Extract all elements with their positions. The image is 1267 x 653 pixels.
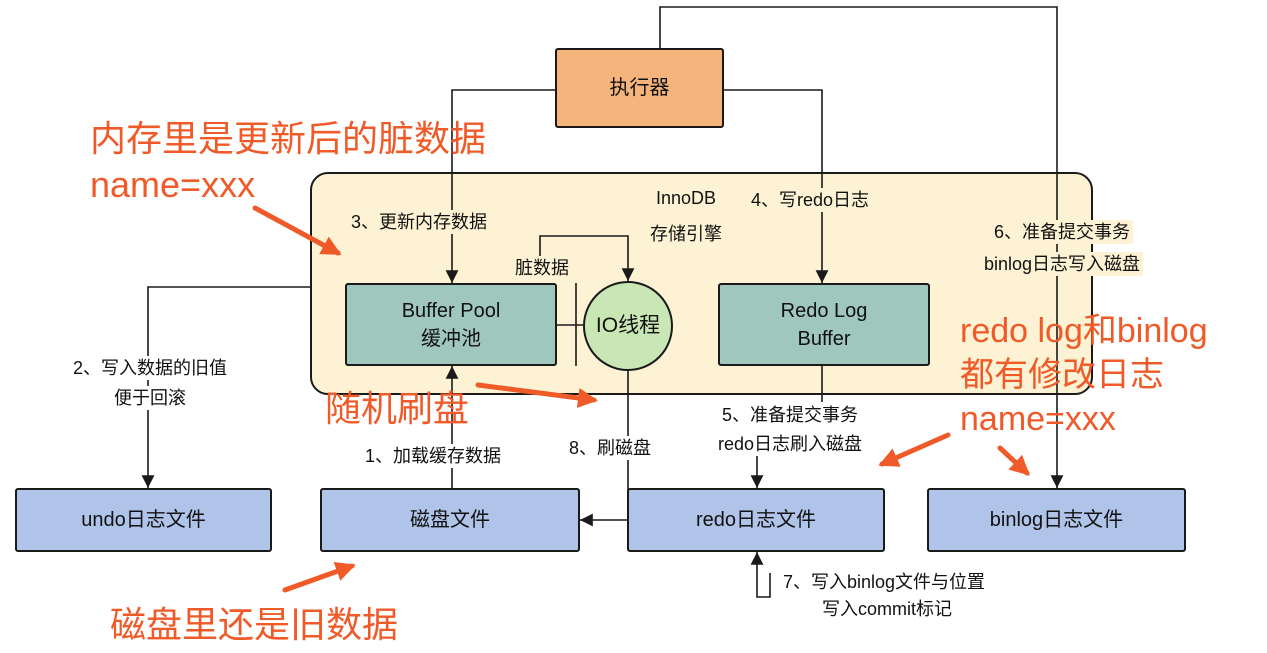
annotation-memory-line1: 内存里是更新后的脏数据 xyxy=(90,118,487,159)
step2-label-line1: 2、写入数据的旧值 xyxy=(69,356,231,380)
step6-label-line1: 6、准备提交事务 xyxy=(990,220,1134,244)
undo-log-file-box: undo日志文件 xyxy=(15,488,272,552)
dirty-data-label: 脏数据 xyxy=(512,256,572,280)
connector-dirty-data-to-io xyxy=(539,235,635,281)
annotation-arrow-disk xyxy=(282,561,356,593)
annotation-arrow-logs-binlog xyxy=(997,445,1030,476)
binlog-file-label: binlog日志文件 xyxy=(989,509,1124,531)
step8-label: 8、刷磁盘 xyxy=(566,436,655,460)
step1-label: 1、加载缓存数据 xyxy=(362,444,505,468)
annotation-random-flush: 随机刷盘 xyxy=(325,388,470,429)
connector-buffer-pool-io-link xyxy=(557,283,583,366)
io-thread-label: IO线程 xyxy=(595,314,661,337)
annotation-arrow-memory xyxy=(252,205,342,256)
annotation-arrow-random-flush xyxy=(475,382,598,408)
step7-label-line2: 写入commit标记 xyxy=(822,599,952,619)
undo-log-file-label: undo日志文件 xyxy=(81,509,206,531)
buffer-pool-label: Buffer Pool xyxy=(401,299,501,322)
annotation-disk: 磁盘里还是旧数据 xyxy=(110,604,399,645)
connector-executor-to-redo-buffer xyxy=(724,89,829,283)
disk-file-box: 磁盘文件 xyxy=(320,488,580,552)
io-thread-circle: IO线程 xyxy=(583,281,673,371)
disk-file-label: 磁盘文件 xyxy=(410,509,490,531)
redo-log-file-label: redo日志文件 xyxy=(695,509,817,531)
innodb-title: InnoDB xyxy=(652,186,720,210)
step7-label-line1: 7、写入binlog文件与位置 xyxy=(783,572,986,592)
step6-label-line2: binlog日志写入磁盘 xyxy=(980,252,1144,276)
redo-log-buffer-label-2: Buffer xyxy=(797,327,851,350)
annotation-logs-line2: 都有修改日志 xyxy=(960,356,1164,394)
connector-executor-to-binlog xyxy=(659,6,1064,488)
connector-engine-to-undo xyxy=(141,286,310,488)
executor-box: 执行器 xyxy=(555,48,724,128)
annotation-arrow-logs-redo xyxy=(878,432,951,467)
step5-label-line2: redo日志刷入磁盘 xyxy=(714,432,866,456)
connector-step7-to-redo-file xyxy=(750,552,771,598)
buffer-pool-label-cn: 缓冲池 xyxy=(421,327,481,350)
step3-label: 3、更新内存数据 xyxy=(348,210,491,234)
innodb-subtitle: 存储引擎 xyxy=(647,222,725,246)
redo-log-buffer-box: Redo Log Buffer xyxy=(718,283,930,366)
step2-label-line2: 便于回滚 xyxy=(111,386,189,410)
step4-label: 4、写redo日志 xyxy=(748,188,873,212)
executor-label: 执行器 xyxy=(609,77,670,99)
binlog-file-box: binlog日志文件 xyxy=(927,488,1186,552)
annotation-logs-line1: redo log和binlog xyxy=(960,312,1208,350)
step5-label-line1: 5、准备提交事务 xyxy=(718,403,862,427)
buffer-pool-box: Buffer Pool 缓冲池 xyxy=(345,283,557,366)
redo-log-file-box: redo日志文件 xyxy=(627,488,885,552)
annotation-logs-line3: name=xxx xyxy=(960,400,1116,438)
redo-log-buffer-label-1: Redo Log xyxy=(780,299,868,322)
annotation-memory-line2: name=xxx xyxy=(90,164,256,205)
